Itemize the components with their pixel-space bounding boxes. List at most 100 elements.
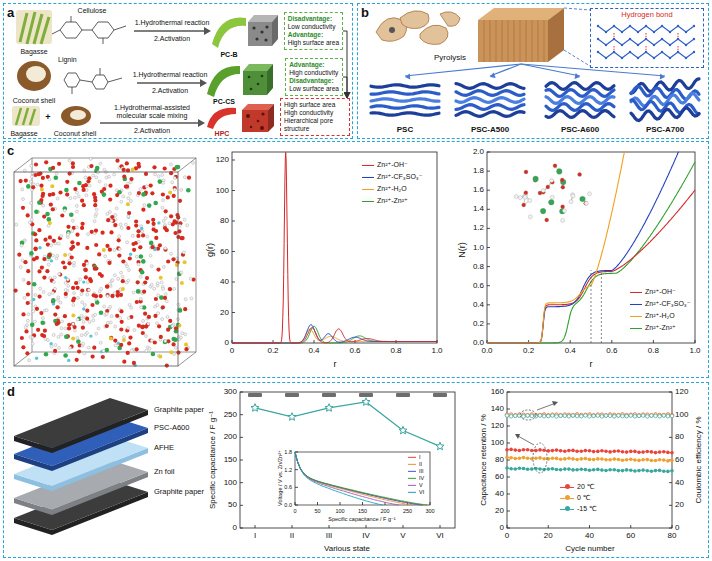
data-marker xyxy=(629,458,633,462)
data-marker xyxy=(526,414,530,418)
atom xyxy=(169,214,173,218)
pyrolysis-arrow xyxy=(405,64,521,76)
atom xyxy=(71,161,75,165)
hydrogen-bond-line xyxy=(646,33,647,38)
atom xyxy=(102,248,106,252)
tick-mark xyxy=(232,312,235,313)
atom xyxy=(22,278,25,281)
tick-label: 20 xyxy=(544,531,553,540)
atom xyxy=(101,355,105,359)
atom xyxy=(141,259,146,264)
atom xyxy=(52,302,55,305)
data-marker xyxy=(362,398,370,406)
atom xyxy=(35,357,38,360)
atom xyxy=(33,320,36,323)
data-marker xyxy=(563,449,567,453)
data-marker xyxy=(580,450,584,454)
atom xyxy=(669,44,671,46)
tick-label: 50 xyxy=(314,508,320,514)
atom xyxy=(41,194,45,198)
atom xyxy=(95,208,98,211)
atom xyxy=(126,226,130,230)
porous-cube xyxy=(260,30,263,33)
atom xyxy=(190,297,193,300)
atom xyxy=(82,280,85,283)
atom xyxy=(59,301,62,304)
atom xyxy=(88,184,91,187)
data-marker xyxy=(617,469,621,473)
box-text: Low conductivity xyxy=(288,23,339,31)
data-marker xyxy=(584,468,588,472)
atom xyxy=(69,197,72,200)
tick-mark xyxy=(403,525,404,528)
tick-label: 0 xyxy=(233,523,237,532)
data-marker xyxy=(514,467,518,471)
data-marker xyxy=(641,468,645,472)
atom xyxy=(186,224,189,227)
layer-label: PSC-A600 xyxy=(154,424,189,433)
atom xyxy=(30,322,35,327)
tick-label: 150 xyxy=(224,455,237,464)
atom xyxy=(151,218,155,222)
atom xyxy=(64,281,67,284)
atom xyxy=(81,326,85,330)
atom xyxy=(76,286,80,290)
data-marker xyxy=(592,458,596,462)
data-marker xyxy=(518,456,522,460)
atom xyxy=(168,222,171,225)
atom xyxy=(621,57,623,59)
highlight-ellipse xyxy=(520,410,536,420)
tick-mark xyxy=(366,525,367,528)
data-marker xyxy=(650,414,654,418)
tick-label: 200 xyxy=(380,508,389,514)
data-marker xyxy=(658,469,662,473)
data-marker xyxy=(621,458,625,462)
atom xyxy=(180,281,184,285)
atom xyxy=(37,228,41,232)
cube-frame xyxy=(14,172,178,366)
atom xyxy=(524,191,528,195)
tick-mark xyxy=(232,221,235,222)
atom xyxy=(54,344,57,347)
atom xyxy=(119,223,122,226)
atom xyxy=(580,196,586,202)
atom xyxy=(93,199,97,203)
tick-mark xyxy=(240,482,243,483)
atom xyxy=(621,31,623,33)
atom xyxy=(164,209,168,213)
atom xyxy=(90,303,94,307)
data-marker xyxy=(637,414,641,418)
atom xyxy=(163,166,167,170)
tick-mark xyxy=(507,443,510,444)
atom xyxy=(58,190,62,194)
tick-label: 1.0 xyxy=(689,346,700,355)
arrow-head xyxy=(552,401,558,406)
atom xyxy=(557,169,563,175)
tick-label: 0 xyxy=(230,346,234,355)
data-marker xyxy=(505,413,509,417)
axis-title: Specific capacitance / F g⁻¹ xyxy=(328,516,395,522)
atom xyxy=(83,268,87,272)
atom xyxy=(97,252,101,256)
data-marker xyxy=(592,414,596,418)
atom xyxy=(174,175,178,179)
atom xyxy=(170,252,173,255)
atom xyxy=(161,305,165,309)
atom xyxy=(69,346,72,349)
atom xyxy=(92,174,95,177)
legend-text: Zn²⁺-Zn²⁺ xyxy=(377,197,408,205)
atom xyxy=(150,265,153,268)
pencil-shavings xyxy=(420,25,448,44)
bagasse-image xyxy=(16,10,52,44)
legend-item: Zn²⁺-CF₃SO₃⁻ xyxy=(362,173,422,181)
data-marker xyxy=(666,413,670,417)
atom xyxy=(147,315,151,319)
data-marker xyxy=(633,458,637,462)
data-marker xyxy=(670,414,674,418)
tick-label: 0.0 xyxy=(284,502,292,508)
atom xyxy=(102,349,105,352)
atom xyxy=(93,203,97,207)
atom xyxy=(150,191,154,195)
atom xyxy=(41,176,45,180)
atom xyxy=(160,281,163,284)
